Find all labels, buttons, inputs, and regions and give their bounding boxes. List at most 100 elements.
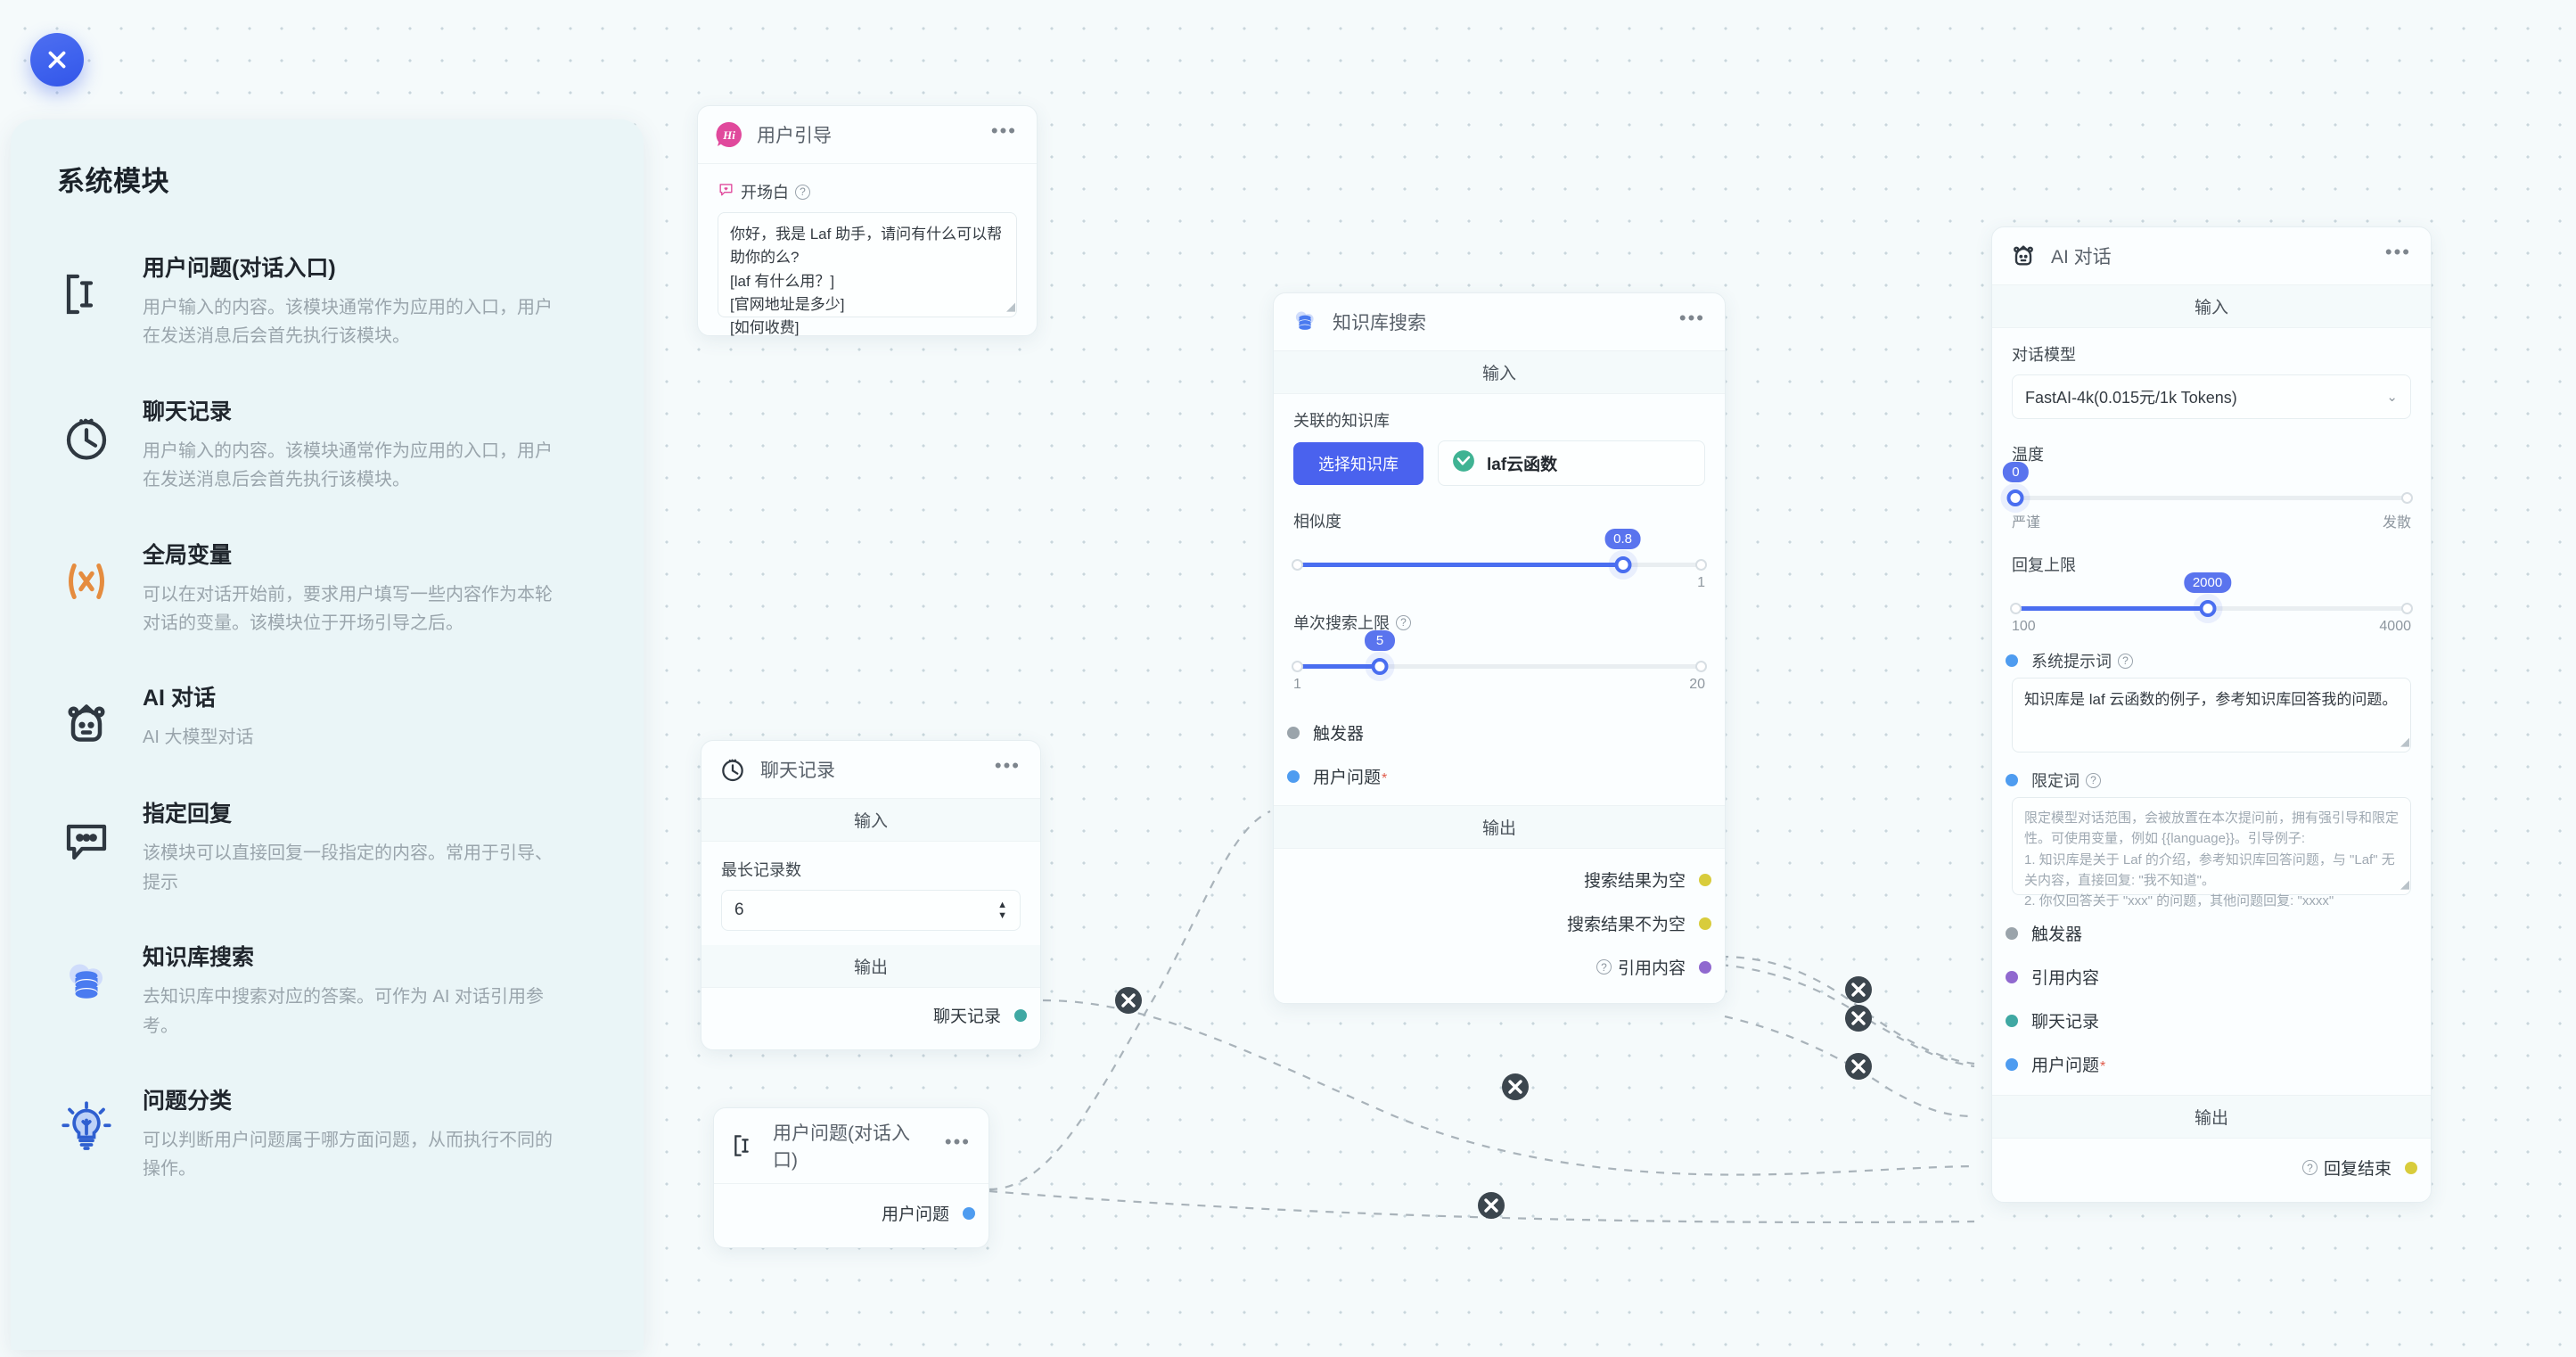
temperature-slider[interactable]: 0 xyxy=(2003,462,2413,517)
node-title: 用户问题(对话入口) xyxy=(773,1123,910,1171)
help-icon[interactable]: ? xyxy=(2086,772,2101,788)
slider-thumb[interactable] xyxy=(1614,556,1632,573)
sidebar-item-specified-reply[interactable]: 指定回复 该模块可以直接回复一段指定的内容。常用于引导、提示 xyxy=(57,794,597,897)
node-header[interactable]: Hi 用户引导 ••• xyxy=(698,106,1037,164)
port-dot[interactable] xyxy=(1287,726,1300,739)
slider-start-cap xyxy=(1292,559,1303,571)
port-dot[interactable] xyxy=(963,1206,975,1220)
sidebar-item-user-question[interactable]: 用户问题(对话入口) 用户输入的内容。该模块通常作为应用的入口，用户在发送消息后… xyxy=(57,249,597,351)
node-chat-history[interactable]: 聊天记录 ••• 输入 最长记录数 6 ▲▼ 输出 聊天记录 xyxy=(701,740,1041,1050)
output-port-quote-content[interactable]: ? 引用内容 xyxy=(1293,945,1711,989)
kb-tag-laf[interactable]: laf云函数 xyxy=(1438,440,1705,486)
required-marker: * xyxy=(2100,1059,2106,1074)
input-port-qualifier[interactable]: 限定词 ? xyxy=(2006,753,2411,797)
resize-grip-icon[interactable]: ◢ xyxy=(1006,300,1015,313)
port-dot[interactable] xyxy=(2006,1057,2018,1071)
port-dot[interactable] xyxy=(1699,960,1711,974)
input-port-user-question[interactable]: 用户问题* xyxy=(2006,1042,2411,1086)
node-menu-icon[interactable]: ••• xyxy=(2384,241,2411,263)
input-port-user-question[interactable]: 用户问题* xyxy=(1287,754,1705,798)
qualifier-textarea[interactable]: 限定模型对话范围，会被放置在本次提问前，拥有强引导和限定性。可使用变量，例如 {… xyxy=(2012,797,2411,909)
help-icon[interactable]: ? xyxy=(1596,959,1612,975)
chat-model-select[interactable]: FastAI-4k(0.015元/1k Tokens) ⌄ xyxy=(2012,374,2411,419)
node-header[interactable]: 知识库搜索 ••• xyxy=(1274,293,1725,351)
required-marker: * xyxy=(1382,771,1388,786)
input-port-quote-content[interactable]: 引用内容 xyxy=(2006,955,2411,999)
port-dot[interactable] xyxy=(2006,1014,2018,1027)
node-menu-icon[interactable]: ••• xyxy=(944,1131,971,1153)
search-limit-label: 单次搜索上限 ? xyxy=(1293,611,1705,634)
port-dot[interactable] xyxy=(2006,774,2018,786)
port-dot[interactable] xyxy=(1699,917,1711,930)
sidebar-item-question-classify[interactable]: 问题分类 可以判断用户问题属于哪方面问题，从而执行不同的操作。 xyxy=(57,1081,597,1184)
output-section-header: 输出 xyxy=(701,945,1040,988)
node-user-guide[interactable]: Hi 用户引导 ••• 开场白 ? 你好，我是 Laf 助手，请问有什么可以帮助… xyxy=(697,105,1038,336)
slider-thumb[interactable] xyxy=(2199,600,2217,617)
slider-thumb[interactable] xyxy=(1371,658,1389,675)
node-header[interactable]: AI 对话 ••• xyxy=(1992,227,2431,285)
temperature-min-label: 严谨 xyxy=(2012,515,2041,530)
port-dot[interactable] xyxy=(1014,1008,1027,1022)
node-header[interactable]: 聊天记录 ••• xyxy=(701,741,1040,799)
slider-fill xyxy=(2012,606,2208,611)
slider-thumb[interactable] xyxy=(2006,489,2024,506)
slider-value-bubble: 5 xyxy=(1365,630,1396,651)
input-port-chat-history[interactable]: 聊天记录 xyxy=(2006,999,2411,1042)
sidebar-item-desc: 用户输入的内容。该模块通常作为应用的入口，用户在发送消息后会首先执行该模块。 xyxy=(143,440,553,490)
sidebar-item-label: 知识库搜索 xyxy=(143,945,255,971)
sidebar-item-desc: 用户输入的内容。该模块通常作为应用的入口，用户在发送消息后会首先执行该模块。 xyxy=(143,298,553,347)
stepper-icon[interactable]: ▲▼ xyxy=(997,899,1007,921)
max-records-input[interactable]: 6 ▲▼ xyxy=(721,890,1021,931)
robot-icon xyxy=(2008,241,2039,271)
output-port-user-question[interactable]: 用户问题 xyxy=(734,1191,975,1235)
node-user-question[interactable]: 用户问题(对话入口) ••• 用户问题 xyxy=(713,1107,989,1248)
system-prompt-textarea[interactable]: 知识库是 laf 云函数的例子，参考知识库回答我的问题。 xyxy=(2012,678,2411,753)
select-kb-button[interactable]: 选择知识库 xyxy=(1293,441,1423,485)
port-dot[interactable] xyxy=(2405,1161,2417,1174)
help-icon[interactable]: ? xyxy=(2301,1160,2318,1175)
port-dot[interactable] xyxy=(1699,873,1711,886)
clock-icon xyxy=(57,408,116,467)
node-menu-icon[interactable]: ••• xyxy=(990,119,1017,142)
sidebar-item-ai-chat[interactable]: AI 对话 AI 大模型对话 xyxy=(57,678,597,753)
input-port-trigger[interactable]: 触发器 xyxy=(2006,911,2411,955)
node-body: 开场白 ? 你好，我是 Laf 助手，请问有什么可以帮助你的么? [laf 有什… xyxy=(698,164,1037,336)
node-header[interactable]: 用户问题(对话入口) ••• xyxy=(714,1108,989,1184)
help-icon[interactable]: ? xyxy=(2118,653,2133,669)
port-dot[interactable] xyxy=(2006,654,2018,667)
sidebar-item-global-variable[interactable]: 全局变量 可以在对话开始前，要求用户填写一些内容作为本轮对话的变量。该模块位于开… xyxy=(57,536,597,638)
max-tokens-slider[interactable]: 2000 100 4000 xyxy=(2010,572,2413,634)
help-icon[interactable]: ? xyxy=(795,184,810,200)
port-dot[interactable] xyxy=(2006,926,2018,940)
output-port-reply-end[interactable]: ? 回复结束 xyxy=(2012,1146,2417,1189)
resize-grip-icon[interactable]: ◢ xyxy=(2400,735,2409,748)
node-menu-icon[interactable]: ••• xyxy=(994,754,1021,777)
slider-end-cap xyxy=(2401,492,2413,504)
node-ai-chat[interactable]: AI 对话 ••• 输入 对话模型 FastAI-4k(0.015元/1k To… xyxy=(1991,226,2432,1203)
hi-badge-icon: Hi xyxy=(714,119,744,150)
search-limit-slider[interactable]: 5 1 20 xyxy=(1292,630,1707,692)
node-title: AI 对话 xyxy=(2051,247,2112,267)
opening-statement-textarea[interactable]: 你好，我是 Laf 助手，请问有什么可以帮助你的么? [laf 有什么用？] [… xyxy=(718,212,1017,336)
node-kb-search[interactable]: 知识库搜索 ••• 输入 关联的知识库 选择知识库 laf云函数 相似度 xyxy=(1273,292,1726,1004)
slider-max-label: 4000 xyxy=(2379,619,2411,634)
node-menu-icon[interactable]: ••• xyxy=(1678,307,1705,329)
port-dot[interactable] xyxy=(2006,970,2018,983)
temperature-label: 温度 xyxy=(2012,446,2044,464)
port-dot[interactable] xyxy=(1287,769,1300,783)
similarity-slider[interactable]: 0.8 1 xyxy=(1292,529,1707,590)
output-port-empty-result[interactable]: 搜索结果为空 xyxy=(1293,858,1711,901)
output-port-chat-history[interactable]: 聊天记录 xyxy=(721,993,1027,1037)
output-port-nonempty-result[interactable]: 搜索结果不为空 xyxy=(1293,901,1711,945)
clock-icon xyxy=(718,754,748,785)
input-port-system-prompt[interactable]: 系统提示词 ? xyxy=(2006,633,2411,678)
laf-logo-icon xyxy=(1452,449,1475,477)
sidebar-item-kb-search[interactable]: 知识库搜索 去知识库中搜索对应的答案。可作为 AI 对话引用参考。 xyxy=(57,938,597,1040)
close-panel-button[interactable] xyxy=(30,33,84,86)
input-port-trigger[interactable]: 触发器 xyxy=(1287,711,1705,754)
resize-grip-icon[interactable]: ◢ xyxy=(2400,877,2409,891)
lightbulb-icon xyxy=(57,1098,116,1156)
help-icon[interactable]: ? xyxy=(1396,614,1411,630)
sidebar-item-chat-history[interactable]: 聊天记录 用户输入的内容。该模块通常作为应用的入口，用户在发送消息后会首先执行该… xyxy=(57,392,597,495)
